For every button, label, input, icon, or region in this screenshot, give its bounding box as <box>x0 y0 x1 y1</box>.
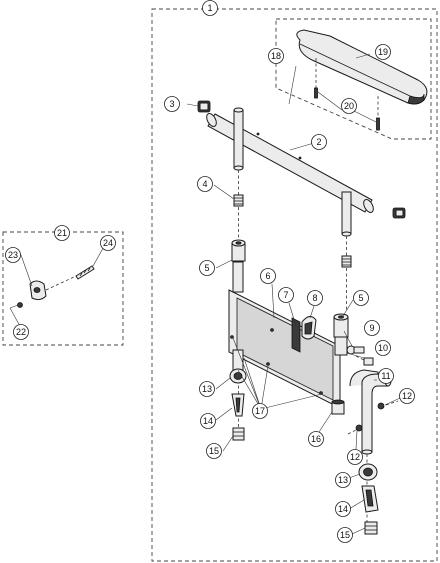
callout-14-rear: 14 <box>335 501 351 517</box>
callout-12-upper: 12 <box>399 388 415 404</box>
screw-lower <box>347 424 363 435</box>
callout-5-front: 5 <box>199 260 215 276</box>
svg-text:21: 21 <box>57 228 67 238</box>
svg-text:5: 5 <box>204 263 209 273</box>
lock-clamp-rear <box>358 463 378 481</box>
callout-1: 1 <box>202 0 218 16</box>
callout-19: 19 <box>375 44 391 60</box>
svg-text:24: 24 <box>103 238 113 248</box>
screw-upper <box>377 400 399 410</box>
leader-lines <box>9 53 401 535</box>
callout-9: 9 <box>364 320 380 336</box>
strap <box>291 317 301 353</box>
svg-text:12: 12 <box>350 452 360 462</box>
callout-18: 18 <box>268 48 284 64</box>
bolt <box>346 345 365 355</box>
svg-text:1: 1 <box>207 3 212 13</box>
svg-text:5: 5 <box>358 293 363 303</box>
svg-text:9: 9 <box>369 323 374 333</box>
callout-10: 10 <box>375 340 391 356</box>
buckle <box>301 316 317 340</box>
nut <box>355 355 374 366</box>
lock-clamp-front <box>229 368 247 384</box>
receiver-front <box>231 239 246 262</box>
callout-6: 6 <box>260 268 276 284</box>
callout-15-rear: 15 <box>337 527 353 543</box>
pivot-block <box>29 280 47 301</box>
end-cap-rear <box>392 207 406 219</box>
callout-8: 8 <box>307 290 323 306</box>
svg-text:17: 17 <box>255 406 265 416</box>
callout-7: 7 <box>278 287 294 303</box>
end-cap-front <box>197 100 211 113</box>
svg-text:23: 23 <box>8 250 18 260</box>
side-panel <box>228 289 341 409</box>
callout-16: 16 <box>308 431 324 447</box>
callout-13-front: 13 <box>199 381 215 397</box>
callout-11: 11 <box>378 368 394 384</box>
svg-text:13: 13 <box>202 384 212 394</box>
callout-21: 21 <box>54 225 70 241</box>
lock-lever-front <box>231 393 245 417</box>
arm-pad-screws <box>314 58 380 131</box>
svg-text:14: 14 <box>203 416 213 426</box>
callout-12-lower: 12 <box>347 449 363 465</box>
callout-14-front: 14 <box>200 413 216 429</box>
callout-22: 22 <box>13 324 29 340</box>
svg-text:8: 8 <box>312 293 317 303</box>
callout-23: 23 <box>5 247 21 263</box>
callout-20: 20 <box>341 98 357 114</box>
svg-text:11: 11 <box>381 371 390 381</box>
callout-13-rear: 13 <box>335 472 351 488</box>
tube-plug-front <box>232 427 245 441</box>
svg-text:6: 6 <box>265 271 270 281</box>
svg-text:7: 7 <box>283 290 288 300</box>
spring-front <box>233 194 244 207</box>
arm-pad <box>296 29 428 105</box>
callout-17: 17 <box>252 403 268 419</box>
svg-text:14: 14 <box>338 504 348 514</box>
callout-5-rear: 5 <box>353 290 369 306</box>
tube-plug-rear <box>331 399 345 415</box>
svg-text:22: 22 <box>16 327 26 337</box>
svg-text:4: 4 <box>202 179 207 189</box>
svg-text:18: 18 <box>271 51 281 61</box>
arm-tube <box>206 107 374 237</box>
svg-text:2: 2 <box>316 137 321 147</box>
spring-rear <box>341 255 352 268</box>
svg-text:12: 12 <box>402 391 412 401</box>
main-assembly-boundary <box>151 8 438 562</box>
callout-15-front: 15 <box>206 443 222 459</box>
armpad-subassembly-boundary <box>275 18 432 140</box>
svg-text:3: 3 <box>169 99 174 109</box>
svg-text:13: 13 <box>338 475 348 485</box>
callout-4: 4 <box>197 176 213 192</box>
set-screw <box>17 302 23 308</box>
tube-plug-rear-bottom <box>364 521 378 535</box>
lock-lever-rear <box>361 485 379 513</box>
svg-text:16: 16 <box>311 434 321 444</box>
threaded-stud <box>75 265 95 280</box>
svg-text:15: 15 <box>340 530 350 540</box>
receiver-rear <box>333 313 349 338</box>
svg-text:10: 10 <box>378 343 388 353</box>
callout-2: 2 <box>311 134 327 150</box>
callout-24: 24 <box>100 235 116 251</box>
callout-3: 3 <box>164 96 180 112</box>
svg-text:15: 15 <box>209 446 219 456</box>
svg-text:19: 19 <box>378 47 388 57</box>
svg-text:20: 20 <box>344 101 354 111</box>
